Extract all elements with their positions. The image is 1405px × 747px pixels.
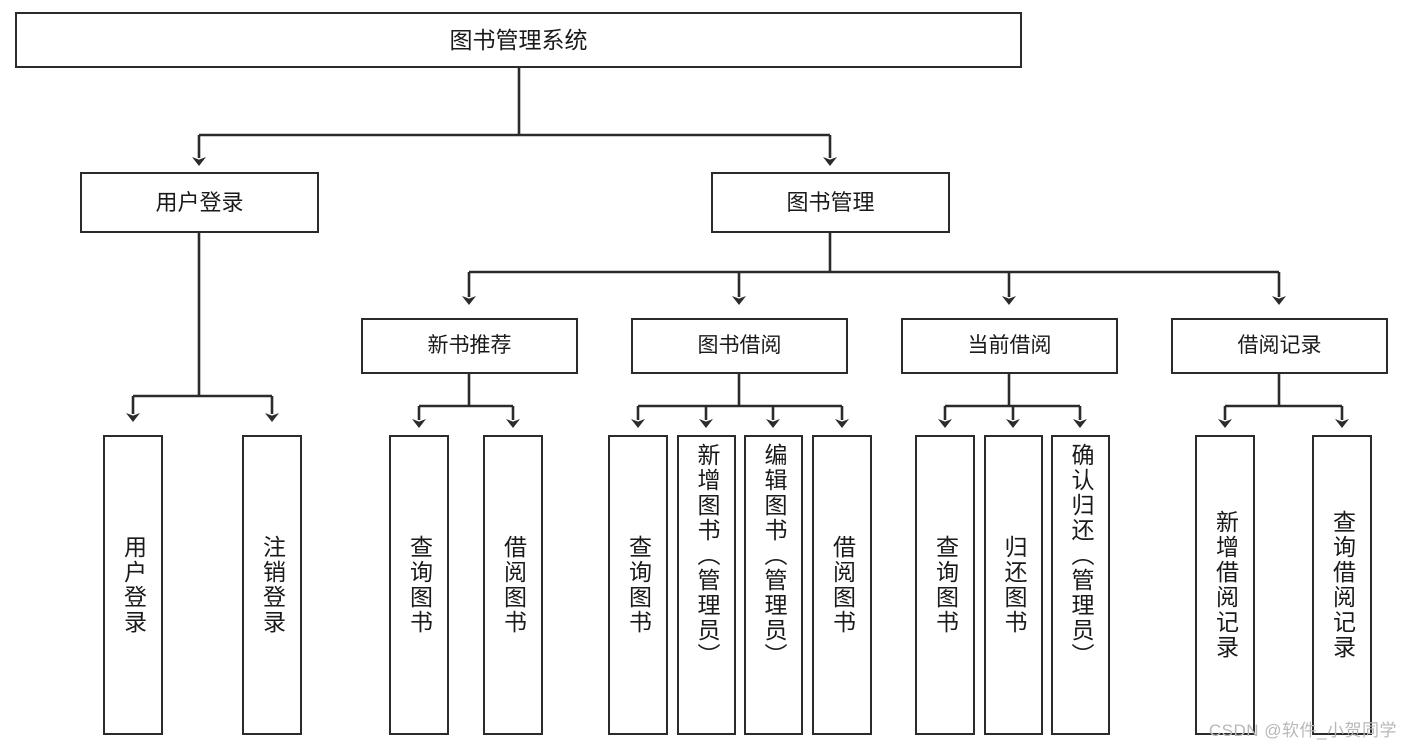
node-label: 借阅图书: [500, 535, 527, 635]
node-label: 归还图书: [1001, 535, 1027, 635]
leaf-return-book[interactable]: 归还图书: [984, 435, 1043, 735]
node-label: 查询图书: [625, 535, 652, 635]
leaf-borrow-book-recommend[interactable]: 借阅图书: [483, 435, 543, 735]
leaf-query-book-current[interactable]: 查询图书: [915, 435, 975, 735]
node-borrow-record[interactable]: 借阅记录: [1171, 318, 1388, 374]
node-label: 查询借阅记录: [1329, 510, 1356, 660]
leaf-confirm-return-admin[interactable]: 确认归还（管理员）: [1051, 435, 1110, 735]
leaf-query-book-borrow[interactable]: 查询图书: [608, 435, 668, 735]
node-label: 图书借阅: [697, 333, 782, 357]
leaf-user-login[interactable]: 用户登录: [103, 435, 163, 735]
node-label: 查询图书: [932, 535, 959, 635]
node-label: 查询图书: [406, 535, 433, 635]
node-user-login[interactable]: 用户登录: [80, 172, 319, 233]
leaf-add-borrow-record[interactable]: 新增借阅记录: [1195, 435, 1255, 735]
node-label: 用户登录: [120, 535, 147, 635]
leaf-borrow-book[interactable]: 借阅图书: [812, 435, 872, 735]
node-label: 新书推荐: [427, 333, 512, 357]
node-label: 注销登录: [259, 535, 286, 635]
node-new-book-recommend[interactable]: 新书推荐: [361, 318, 578, 374]
node-current-borrow[interactable]: 当前借阅: [901, 318, 1118, 374]
leaf-add-book-admin[interactable]: 新增图书（管理员）: [677, 435, 736, 735]
node-label: 当前借阅: [967, 333, 1052, 357]
node-book-borrow[interactable]: 图书借阅: [631, 318, 848, 374]
node-label: 用户登录: [155, 189, 244, 215]
leaf-query-borrow-record[interactable]: 查询借阅记录: [1312, 435, 1372, 735]
node-label: 确认归还（管理员）: [1068, 443, 1094, 668]
node-label: 图书管理系统: [449, 26, 588, 53]
node-label: 编辑图书（管理员）: [761, 443, 787, 668]
leaf-user-logout[interactable]: 注销登录: [242, 435, 302, 735]
leaf-query-book-recommend[interactable]: 查询图书: [389, 435, 449, 735]
node-root-system[interactable]: 图书管理系统: [15, 12, 1022, 68]
node-book-management[interactable]: 图书管理: [711, 172, 950, 233]
node-label: 借阅图书: [829, 535, 856, 635]
leaf-edit-book-admin[interactable]: 编辑图书（管理员）: [744, 435, 803, 735]
watermark: CSDN @软件_小贺同学: [1208, 721, 1397, 740]
node-label: 新增图书（管理员）: [694, 443, 720, 668]
node-label: 借阅记录: [1237, 333, 1322, 357]
node-label: 图书管理: [786, 189, 875, 215]
node-label: 新增借阅记录: [1212, 510, 1239, 660]
